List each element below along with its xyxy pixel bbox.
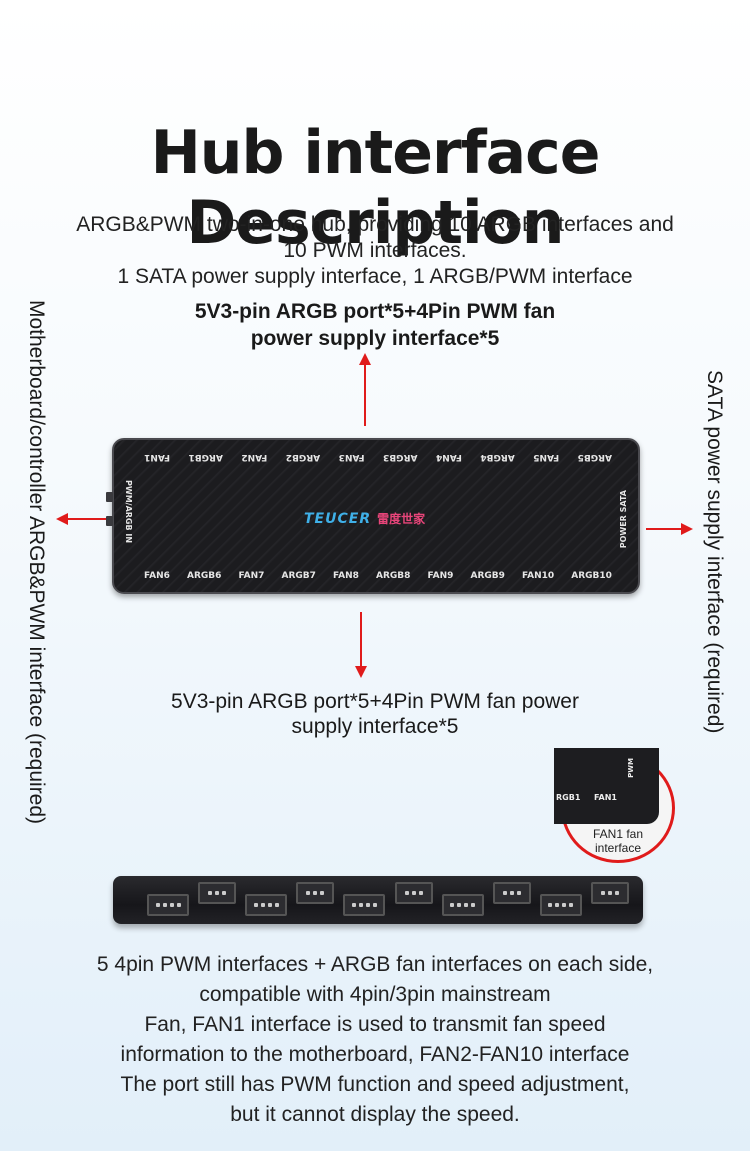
zoom-caption-line: interface: [594, 841, 642, 855]
bottom-label-line: 5V3-pin ARGB port*5+4Pin PWM fan power: [171, 690, 579, 713]
hub-bottom-port-labels: FAN6 ARGB6 FAN7 ARGB7 FAN8 ARGB8 FAN9 AR…: [144, 571, 612, 581]
logo-text-cn: 雷度世家: [377, 512, 426, 526]
arrow-left-line: [66, 518, 106, 520]
logo-text: TEUCER: [304, 510, 372, 527]
subtitle-line: ARGB&PWM two-in-one hub, providing 10 AR…: [76, 213, 674, 236]
pwm-4pin-port: [343, 894, 386, 916]
hub-port-label: FAN7: [238, 571, 265, 581]
arrow-right-head: [681, 523, 693, 535]
hub-port-label: ARGB3: [383, 452, 418, 462]
zoom-port-label: PWM: [627, 758, 635, 778]
hub-device: ARGB5 FAN5 ARGB4 FAN4 ARGB3 FAN3 ARGB2 F…: [106, 438, 640, 594]
top-label-line: 5V3-pin ARGB port*5+4Pin PWM fan: [194, 300, 556, 323]
zoom-port-label: FAN1: [594, 793, 617, 802]
hub-port-label: FAN8: [333, 571, 359, 581]
subtitle-line: 1 SATA power supply interface, 1 ARGB/PW…: [117, 265, 633, 288]
pwm-4pin-port: [147, 894, 189, 916]
hub-port-label: FAN6: [144, 571, 170, 581]
zoom-hub-corner: RGB1 FAN1 PWM: [554, 748, 659, 824]
description-line: Fan, FAN1 interface is used to transmit …: [144, 1013, 606, 1036]
bottom-label-line: supply interface*5: [291, 715, 459, 738]
hub-port-label: FAN4: [435, 452, 462, 462]
hub-port-label: FAN9: [427, 571, 454, 581]
argb-3pin-port: [394, 882, 433, 904]
right-interface-label: SATA power supply interface (required): [703, 370, 726, 734]
hub-port-label: ARGB6: [186, 571, 222, 581]
hub-port-label: ARGB4: [480, 452, 515, 462]
pwm-4pin-port: [539, 894, 582, 916]
brand-logo: TEUCER 雷度世家: [304, 510, 425, 527]
arrow-down-line: [360, 612, 362, 668]
fan1-zoom-callout: RGB1 FAN1 PWM FAN1 fan interface: [554, 748, 675, 863]
hub-connector-tab: [106, 492, 113, 502]
arrow-up-line: [364, 364, 366, 426]
description-line: The port still has PWM function and spee…: [120, 1073, 630, 1096]
arrow-down-head: [355, 666, 367, 678]
hub-side-view: [113, 876, 643, 924]
arrow-right-line: [646, 528, 682, 530]
left-interface-label: Motherboard/controller ARGB&PWM interfac…: [25, 300, 48, 825]
page-title: Hub interface Description: [150, 118, 601, 258]
argb-3pin-port: [296, 882, 335, 904]
hub-port-label: ARGB10: [571, 571, 612, 581]
zoom-caption-line: FAN1 fan: [592, 827, 644, 841]
hub-port-label: ARGB7: [281, 571, 316, 581]
hub-connector-tab: [106, 516, 113, 526]
description-line: 5 4pin PWM interfaces + ARGB fan interfa…: [96, 953, 654, 976]
zoom-caption: FAN1 fan interface: [564, 827, 672, 855]
hub-port-label: FAN10: [522, 571, 555, 581]
pwm-4pin-port: [245, 894, 288, 916]
top-label-line: power supply interface*5: [250, 327, 500, 350]
hub-port-label: ARGB5: [577, 452, 612, 462]
hub-port-label: ARGB8: [375, 571, 411, 581]
hub-port-label: FAN3: [338, 452, 365, 462]
description-line: information to the motherboard, FAN2-FAN…: [120, 1043, 630, 1066]
arrow-left-head: [56, 513, 68, 525]
hub-port-label: FAN5: [533, 452, 560, 462]
arrow-up-head: [359, 353, 371, 365]
argb-3pin-port: [492, 882, 531, 904]
argb-3pin-port: [590, 882, 629, 904]
argb-3pin-port: [198, 882, 237, 904]
top-ports-label: 5V3-pin ARGB port*5+4Pin PWM fan power s…: [170, 298, 580, 352]
bottom-ports-label: 5V3-pin ARGB port*5+4Pin PWM fan power s…: [150, 689, 600, 739]
hub-input-port-label: PWM/ARGB IN: [124, 480, 133, 544]
hub-top-port-labels: ARGB5 FAN5 ARGB4 FAN4 ARGB3 FAN3 ARGB2 F…: [144, 452, 612, 462]
hub-port-label: ARGB9: [470, 571, 505, 581]
hub-port-label: FAN1: [144, 452, 170, 462]
hub-port-label: FAN2: [241, 452, 268, 462]
zoom-port-label: RGB1: [556, 793, 581, 802]
hub-port-label: ARGB1: [188, 452, 223, 462]
hub-sata-port-label: POWER SATA: [619, 490, 628, 549]
hub-port-label: ARGB2: [285, 452, 321, 462]
description-line: but it cannot display the speed.: [230, 1103, 520, 1126]
description: 5 4pin PWM interfaces + ARGB fan interfa…: [40, 950, 710, 1130]
subtitle-line: 10 PWM interfaces.: [283, 239, 467, 262]
subtitle: ARGB&PWM two-in-one hub, providing 10 AR…: [40, 212, 710, 290]
pwm-4pin-port: [441, 894, 484, 916]
description-line: compatible with 4pin/3pin mainstream: [199, 983, 551, 1006]
